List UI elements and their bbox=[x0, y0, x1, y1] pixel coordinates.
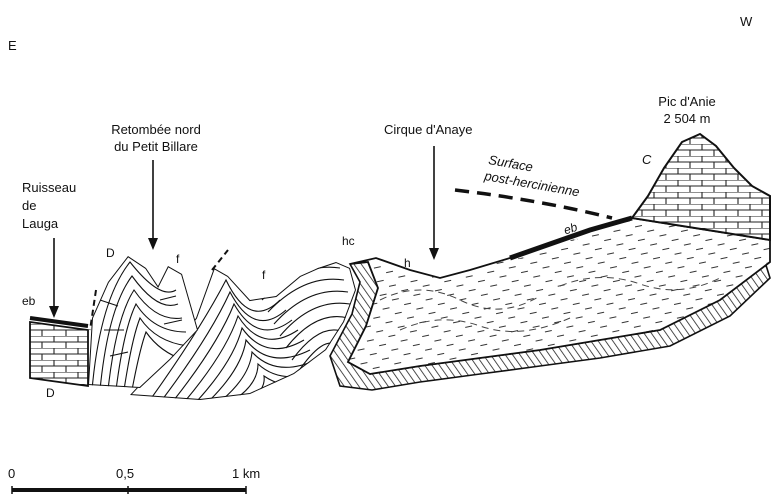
left-limestone-block bbox=[30, 318, 88, 386]
scale-tick-0: 0 bbox=[8, 466, 15, 481]
unit-hc: hc bbox=[342, 234, 355, 249]
ruisseau-line-3: Lauga bbox=[22, 216, 58, 231]
ruisseau-line-1: Ruisseau bbox=[22, 180, 76, 195]
retombee-line-2: du Petit Billare bbox=[96, 139, 216, 154]
arrow-ruisseau bbox=[49, 238, 59, 318]
retombee-line-1: Retombée nord bbox=[96, 122, 216, 137]
unit-D-top: D bbox=[106, 246, 115, 261]
scale-tick-05: 0,5 bbox=[116, 466, 134, 481]
fault-line-upper bbox=[212, 250, 228, 270]
unit-C: C bbox=[642, 152, 651, 167]
unit-h: h bbox=[404, 256, 411, 271]
unit-D-bottom: D bbox=[46, 386, 55, 401]
unit-eb-left: eb bbox=[22, 294, 35, 309]
east-label: E bbox=[8, 38, 17, 53]
arrow-retombee bbox=[148, 160, 158, 250]
scale-bar bbox=[12, 486, 246, 494]
post-hercynian-surface-line bbox=[455, 190, 612, 218]
cirque-label: Cirque d'Anaye bbox=[384, 122, 472, 137]
ruisseau-line-2: de bbox=[22, 198, 36, 213]
unit-f-1: f bbox=[176, 252, 179, 267]
pic-line-2: 2 504 m bbox=[642, 111, 732, 126]
unit-f-2: f bbox=[262, 268, 265, 283]
scale-tick-1km: 1 km bbox=[232, 466, 260, 481]
pic-line-1: Pic d'Anie bbox=[642, 94, 732, 109]
west-label: W bbox=[740, 14, 752, 29]
arrow-cirque bbox=[429, 146, 439, 260]
